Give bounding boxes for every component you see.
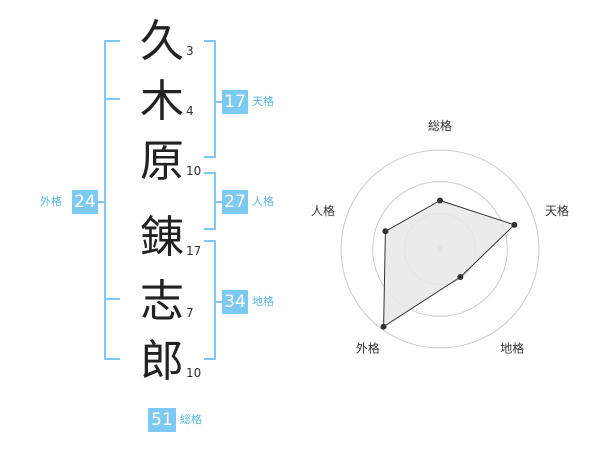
- jinkaku-bracket-tick-bottom: [204, 228, 215, 230]
- chikaku-bracket-tick-top: [204, 240, 215, 242]
- soukaku-badge: 51: [148, 408, 176, 432]
- gaikaku-bracket-tick-top: [104, 40, 120, 42]
- gaikaku-bracket-tick-mid1: [104, 98, 120, 100]
- stroke-count-1: 3: [186, 44, 194, 58]
- tenkaku-connector: [214, 101, 222, 103]
- radar-point-2: [511, 221, 518, 228]
- radar-axis-label-1: 総格: [428, 118, 452, 133]
- gaikaku-bracket-tick-bottom: [104, 358, 120, 360]
- stroke-count-2: 4: [186, 104, 194, 118]
- stroke-count-6: 10: [186, 366, 202, 380]
- chikaku-bracket-vertical: [214, 240, 216, 360]
- name-char-6: 郎: [140, 336, 184, 387]
- stroke-count-4: 17: [186, 244, 202, 258]
- radar-point-5: [382, 228, 389, 235]
- radar-ring-1: [340, 149, 540, 349]
- radar-axis-label-5: 人格: [311, 203, 335, 218]
- radar-point-1: [437, 197, 443, 204]
- radar-polygon: [383, 199, 516, 328]
- radar-point-4: [380, 323, 387, 330]
- chikaku-badge: 34: [222, 290, 248, 314]
- name-char-2: 木: [140, 76, 184, 127]
- name-char-5: 志: [140, 276, 184, 327]
- tenkaku-bracket-vertical: [214, 40, 216, 158]
- chikaku-label: 地格: [252, 295, 274, 308]
- chikaku-bracket-tick-bottom: [204, 358, 215, 360]
- stroke-count-3: 10: [186, 164, 202, 178]
- name-char-4: 錬: [140, 212, 184, 263]
- gaikaku-connector: [98, 201, 105, 203]
- radar-points: [380, 197, 518, 330]
- gaikaku-label: 外格: [40, 195, 62, 208]
- name-char-3: 原: [140, 136, 184, 187]
- jinkaku-connector: [214, 201, 222, 203]
- radar-axis-label-3: 地格: [500, 341, 524, 356]
- jinkaku-bracket-tick-top: [204, 172, 215, 174]
- radar-axis-label-4: 外格: [356, 341, 380, 356]
- gaikaku-bracket-vertical: [104, 40, 106, 360]
- gaikaku-bracket-tick-mid2: [104, 298, 120, 300]
- tenkaku-label: 天格: [252, 95, 274, 108]
- radar-ring-2: [372, 181, 508, 317]
- chikaku-connector: [214, 301, 222, 303]
- gaikaku-badge: 24: [72, 190, 98, 214]
- tenkaku-bracket-tick-bottom: [204, 156, 215, 158]
- tenkaku-badge: 17: [222, 90, 248, 114]
- jinkaku-badge: 27: [222, 190, 248, 214]
- tenkaku-bracket-tick-top: [204, 40, 215, 42]
- soukaku-label: 総格: [180, 413, 202, 426]
- radar-point-3: [457, 274, 464, 281]
- jinkaku-label: 人格: [252, 195, 274, 208]
- radar-axis-label-2: 天格: [545, 203, 569, 218]
- stroke-count-5: 7: [186, 306, 194, 320]
- name-char-1: 久: [140, 16, 184, 67]
